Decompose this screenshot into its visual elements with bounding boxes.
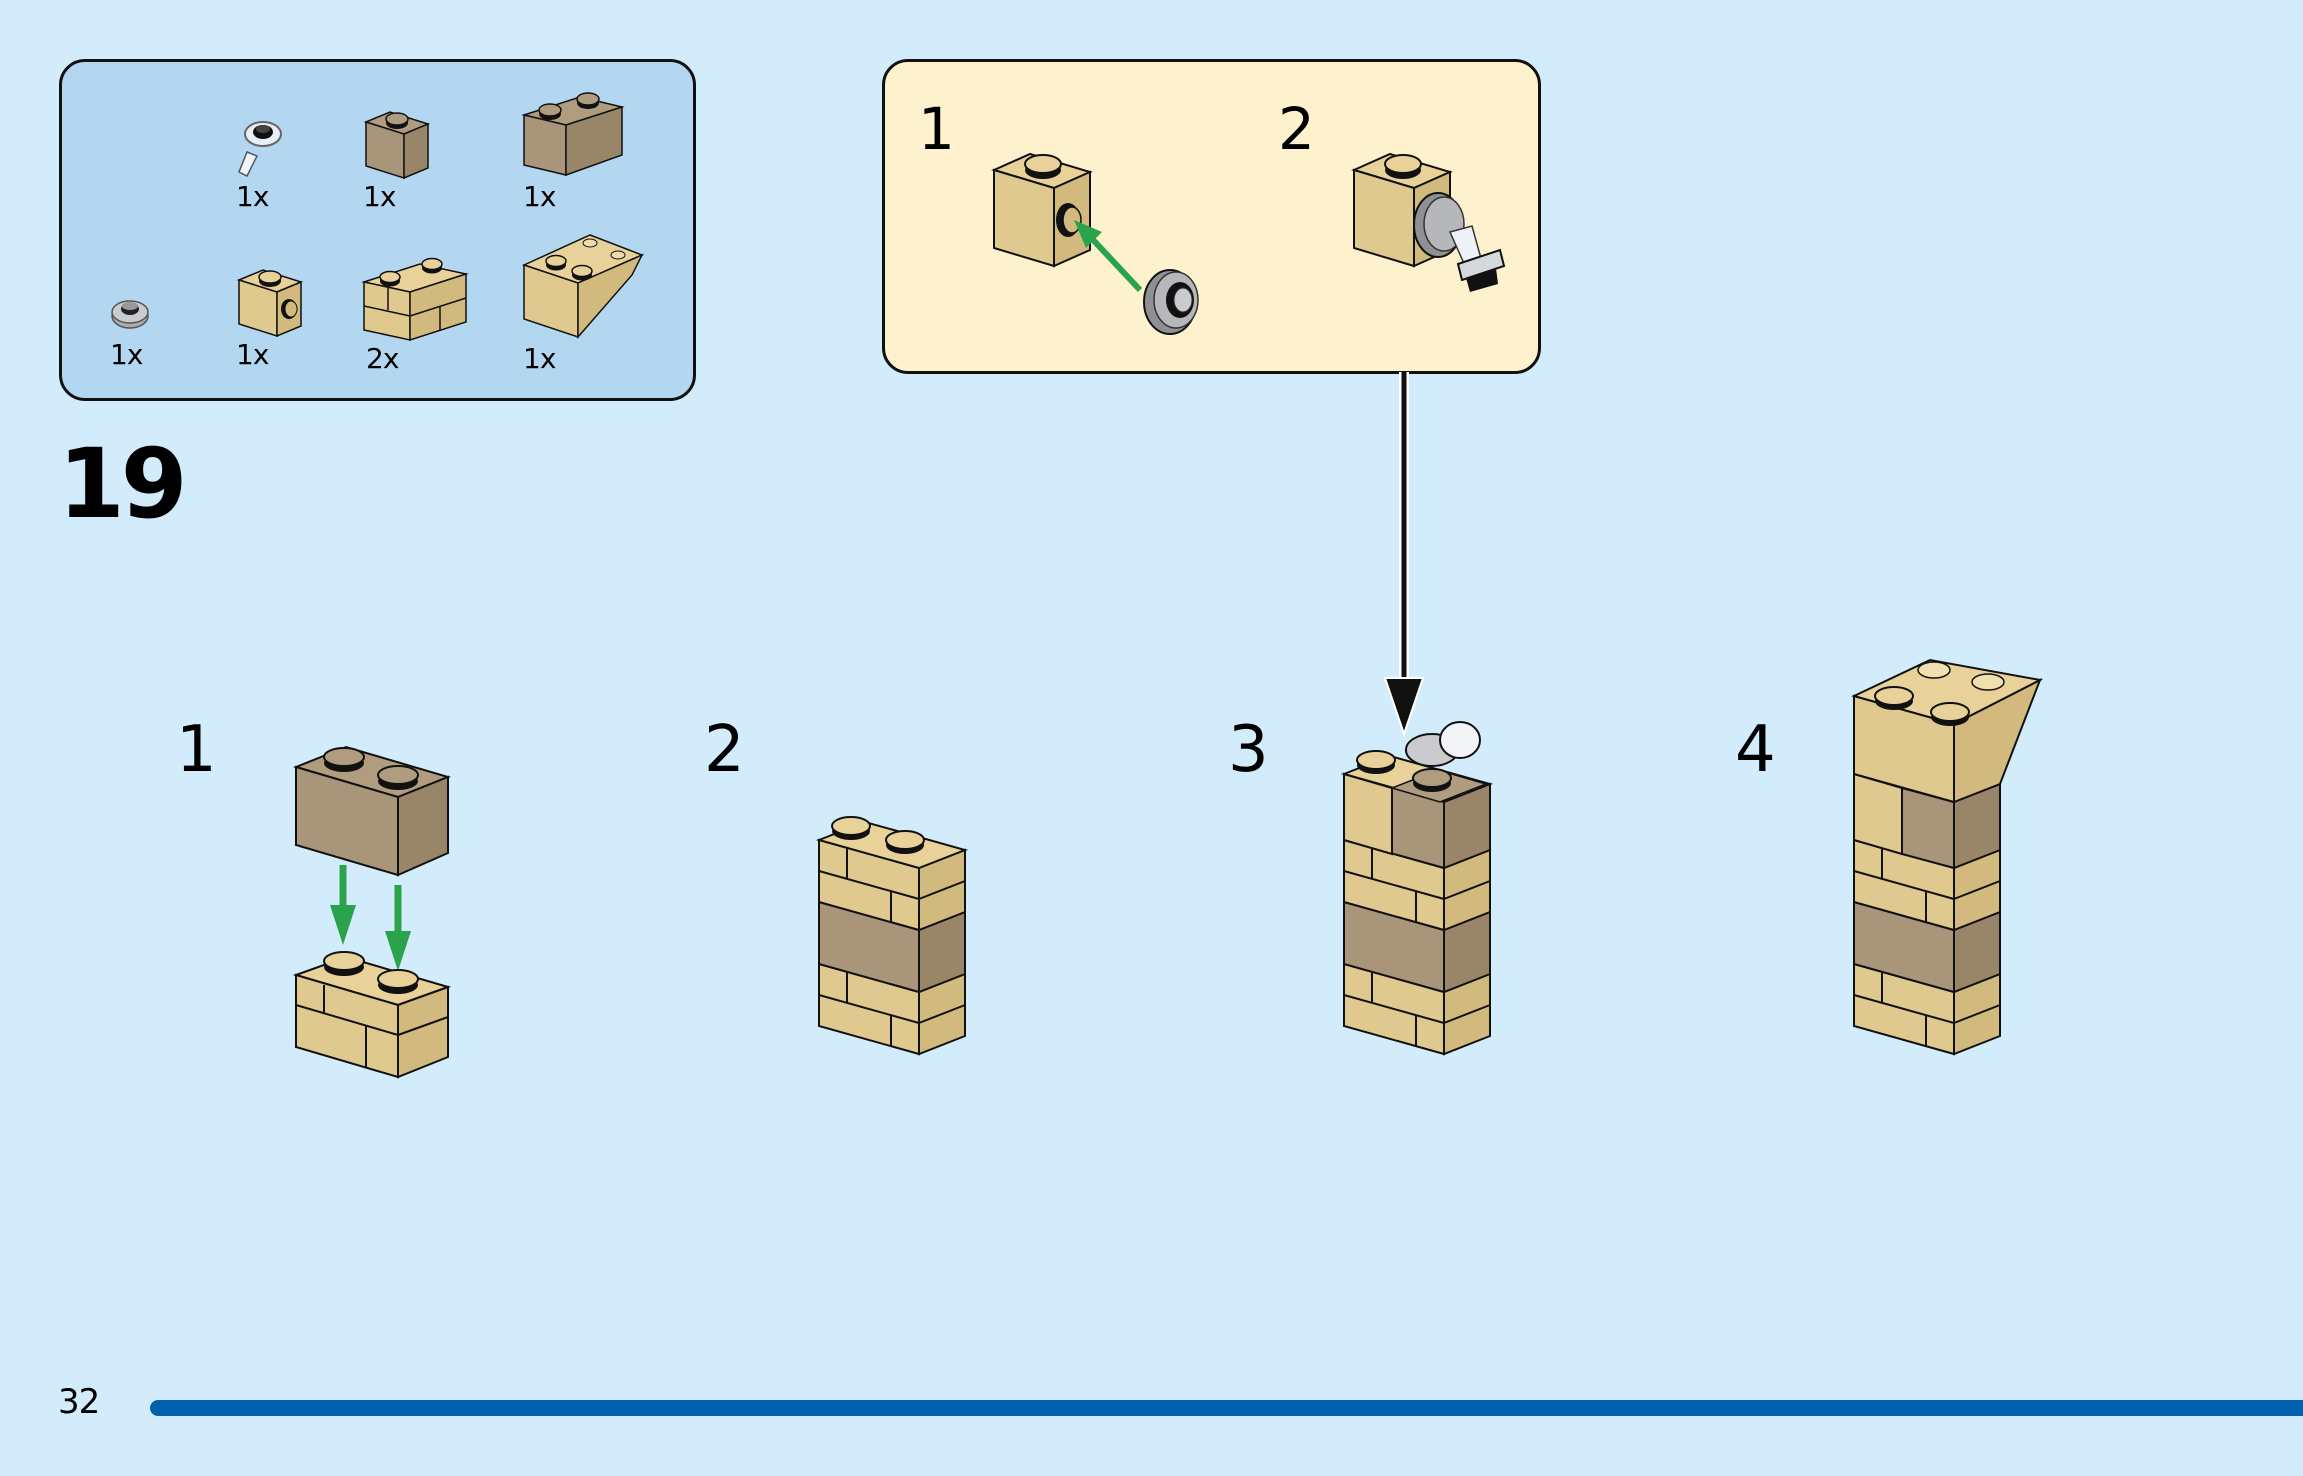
quantity-label: 1x xyxy=(236,180,269,213)
sub-step-2-illustration xyxy=(1351,152,1506,292)
clear-plate-with-bar-icon xyxy=(238,121,282,178)
quantity-label: 2x xyxy=(366,342,399,375)
stud xyxy=(1412,768,1452,792)
quantity-label: 1x xyxy=(523,180,556,213)
page-progress-bar xyxy=(150,1400,2303,1416)
substep-1-illustration xyxy=(292,745,452,1079)
masonry-brick xyxy=(1343,838,1491,932)
quantity-label: 1x xyxy=(363,180,396,213)
quantity-label: 1x xyxy=(110,338,143,371)
tan-masonry-brick-icon xyxy=(361,257,469,342)
dark-tan-brick xyxy=(1343,900,1491,994)
gray-round-plate-icon xyxy=(111,300,149,329)
masonry-brick xyxy=(818,838,966,932)
masonry-brick xyxy=(1343,962,1491,1056)
dark-tan-brick-1x2-icon xyxy=(521,92,625,177)
stud xyxy=(831,816,871,840)
substep-2-illustration xyxy=(815,816,969,1056)
stud xyxy=(1874,686,1914,710)
step-number: 19 xyxy=(58,428,188,540)
green-arrow-icon xyxy=(1074,220,1143,293)
quantity-label: 1x xyxy=(236,338,269,371)
masonry-brick xyxy=(1853,962,2001,1056)
stud xyxy=(885,830,925,854)
substep-number: 3 xyxy=(1228,713,1269,787)
sub-assembly-step-number: 2 xyxy=(1278,95,1315,163)
sub-assembly-connector-arrow-icon xyxy=(1383,372,1425,738)
dark-tan-brick xyxy=(818,900,966,994)
substep-number: 4 xyxy=(1735,713,1776,787)
stud xyxy=(1356,750,1396,774)
stud xyxy=(1930,702,1970,726)
green-arrow-icon xyxy=(330,865,356,945)
substep-4-illustration xyxy=(1851,658,2044,1056)
substep-number: 1 xyxy=(176,713,217,787)
sub-step-1-illustration xyxy=(991,152,1199,335)
page-number: 32 xyxy=(58,1382,100,1422)
tan-brick-side-stud-icon xyxy=(236,269,304,338)
substep-3-illustration xyxy=(1340,721,1494,1056)
tan-inverted-slope-icon xyxy=(521,234,644,340)
lamp-piece xyxy=(1405,721,1481,767)
sub-assembly-step-number: 1 xyxy=(918,95,955,163)
quantity-label: 1x xyxy=(523,342,556,375)
dark-tan-brick-1x1-icon xyxy=(363,111,431,180)
green-arrow-icon xyxy=(385,885,411,971)
substep-number: 2 xyxy=(704,713,745,787)
